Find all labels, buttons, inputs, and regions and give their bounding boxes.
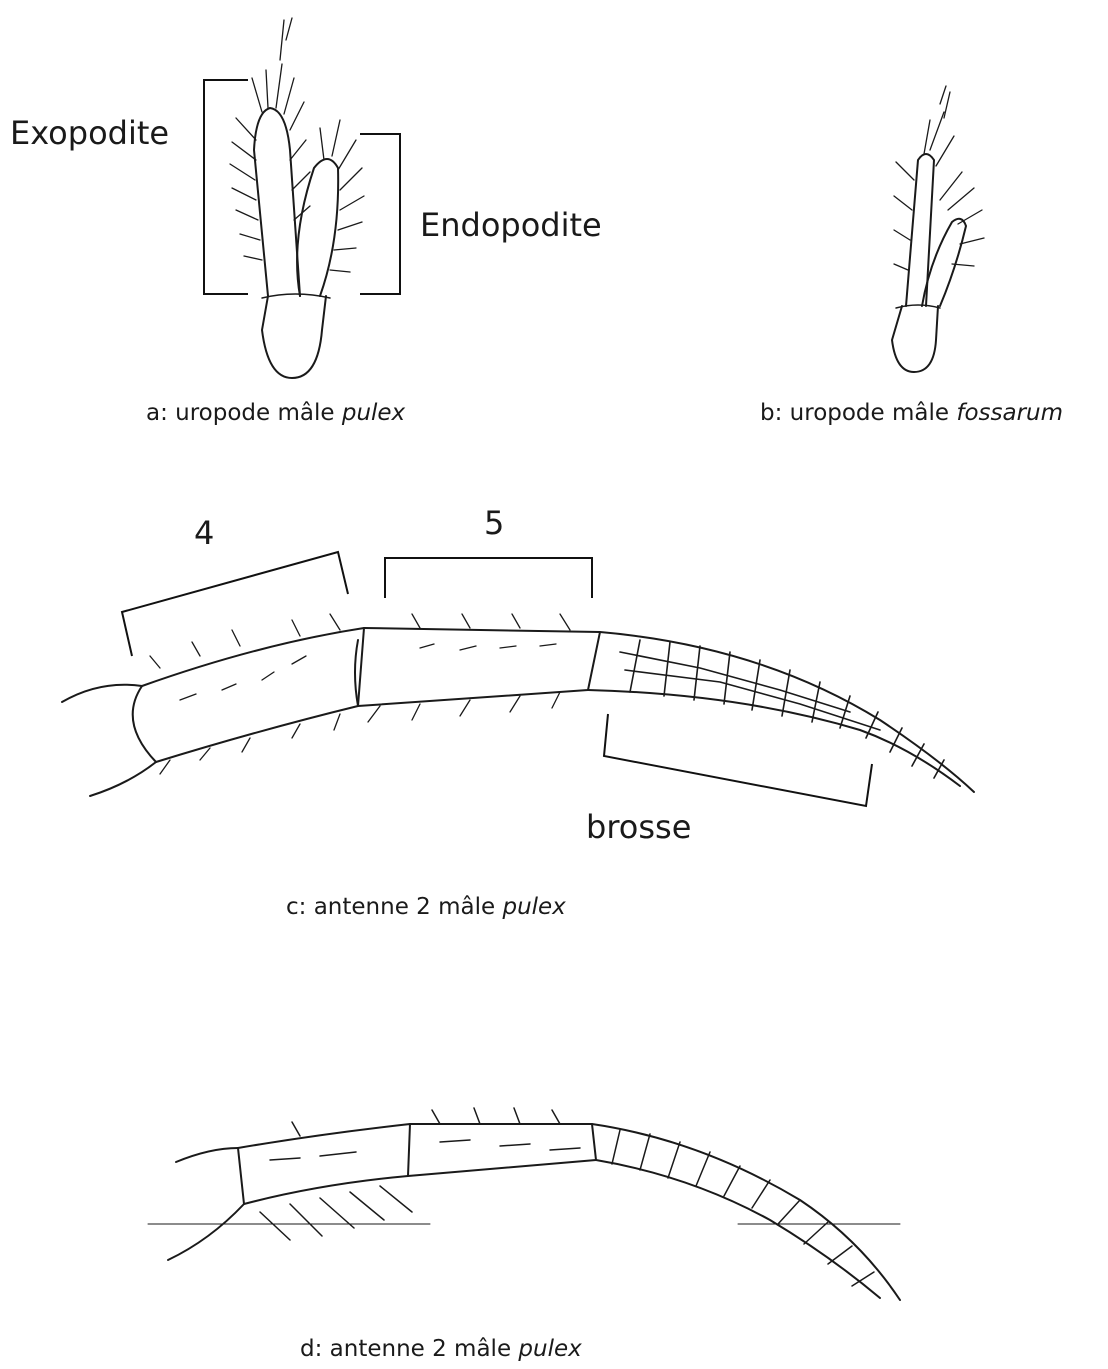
exopodite-bracket — [204, 80, 248, 294]
segment5-label: 5 — [484, 504, 504, 542]
caption-b-prefix: b: uropode mâle — [760, 400, 956, 426]
caption-a: a: uropode mâle pulex — [146, 400, 405, 426]
caption-d: d: antenne 2 mâle pulex — [300, 1336, 582, 1362]
exopodite-label: Exopodite — [10, 114, 169, 152]
caption-c: c: antenne 2 mâle pulex — [286, 894, 566, 920]
caption-c-prefix: c: antenne 2 mâle — [286, 894, 502, 920]
segment4-label: 4 — [194, 514, 214, 552]
endopodite-label: Endopodite — [420, 206, 602, 244]
caption-c-species: pulex — [502, 894, 565, 920]
brosse-label: brosse — [586, 808, 691, 846]
caption-a-prefix: a: uropode mâle — [146, 400, 342, 426]
caption-d-species: pulex — [518, 1336, 581, 1362]
caption-b: b: uropode mâle fossarum — [760, 400, 1063, 426]
caption-d-prefix: d: antenne 2 mâle — [300, 1336, 518, 1362]
caption-a-species: pulex — [342, 400, 405, 426]
endopodite-bracket — [360, 134, 400, 294]
caption-b-species: fossarum — [956, 400, 1063, 426]
